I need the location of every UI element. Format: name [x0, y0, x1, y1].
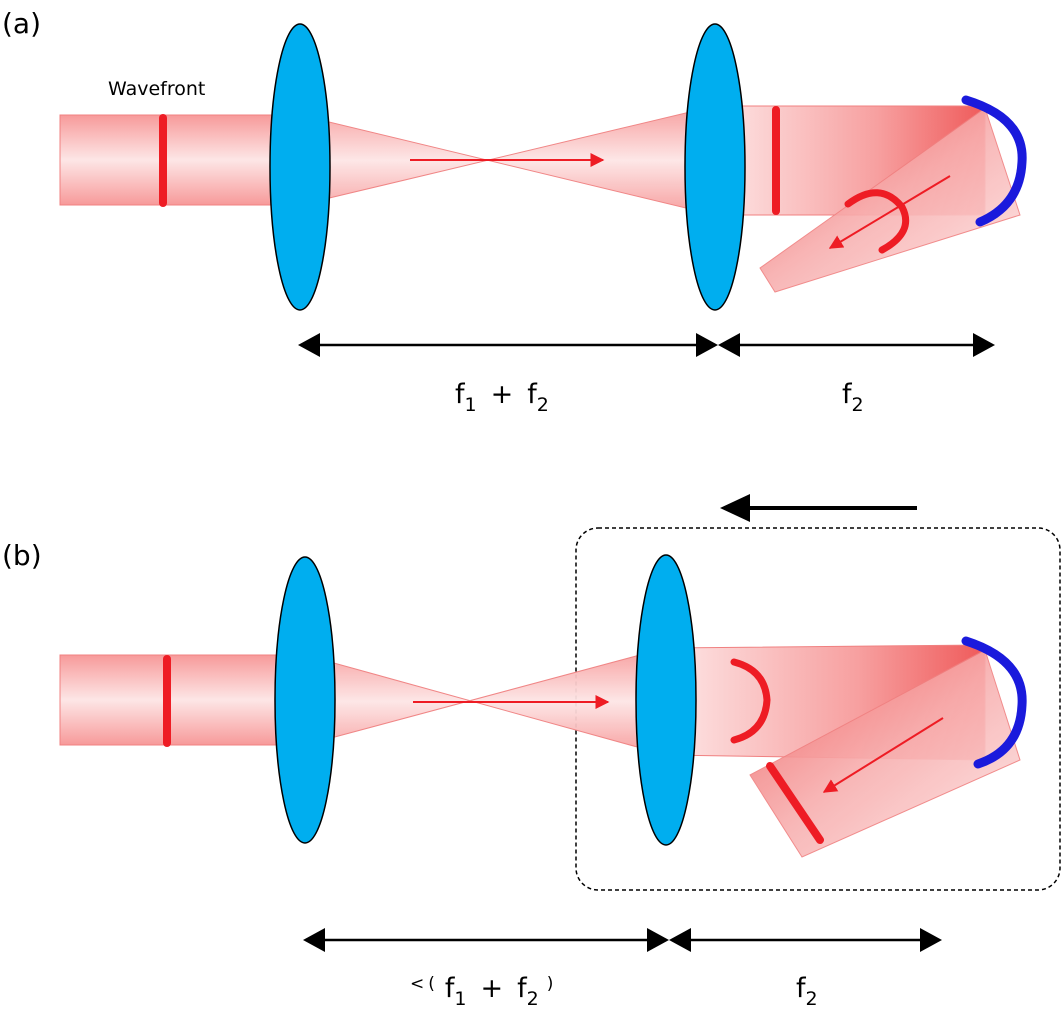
lens-1 — [274, 556, 336, 844]
wavefront-flat — [766, 762, 824, 844]
dimension-arrow-left — [303, 928, 669, 952]
wavefront-label: Wavefront — [108, 78, 205, 100]
dimension-arrow-right — [669, 928, 942, 952]
input-beam — [59, 114, 301, 206]
wavefront-curved — [844, 189, 910, 254]
lens-1 — [269, 23, 331, 311]
dimension-label-less-than-sum: <(f1+f2) — [410, 973, 553, 1010]
lens-2 — [684, 23, 746, 311]
wavefront-curved — [730, 658, 771, 744]
panel-a: (a) Wavefront f1+f — [2, 7, 1027, 416]
dimension-label-sum: f1+f2 — [455, 379, 549, 416]
lens-2 — [635, 554, 697, 846]
dimension-label-f2: f2 — [842, 379, 864, 416]
propagation-arrow — [822, 717, 944, 793]
panel-b: (b) — [2, 494, 1061, 1010]
dimension-arrow-left — [298, 333, 718, 357]
dimension-arrow-right — [718, 333, 995, 357]
panel-b-letter: (b) — [2, 539, 42, 572]
propagation-arrow — [828, 175, 951, 249]
dimension-label-f2: f2 — [796, 973, 818, 1010]
curved-mirror — [961, 636, 1027, 769]
movable-group-box — [575, 527, 1061, 891]
curved-mirror — [961, 95, 1027, 227]
translation-arrow — [720, 494, 917, 522]
panel-a-letter: (a) — [2, 7, 41, 40]
input-beam — [59, 654, 306, 746]
